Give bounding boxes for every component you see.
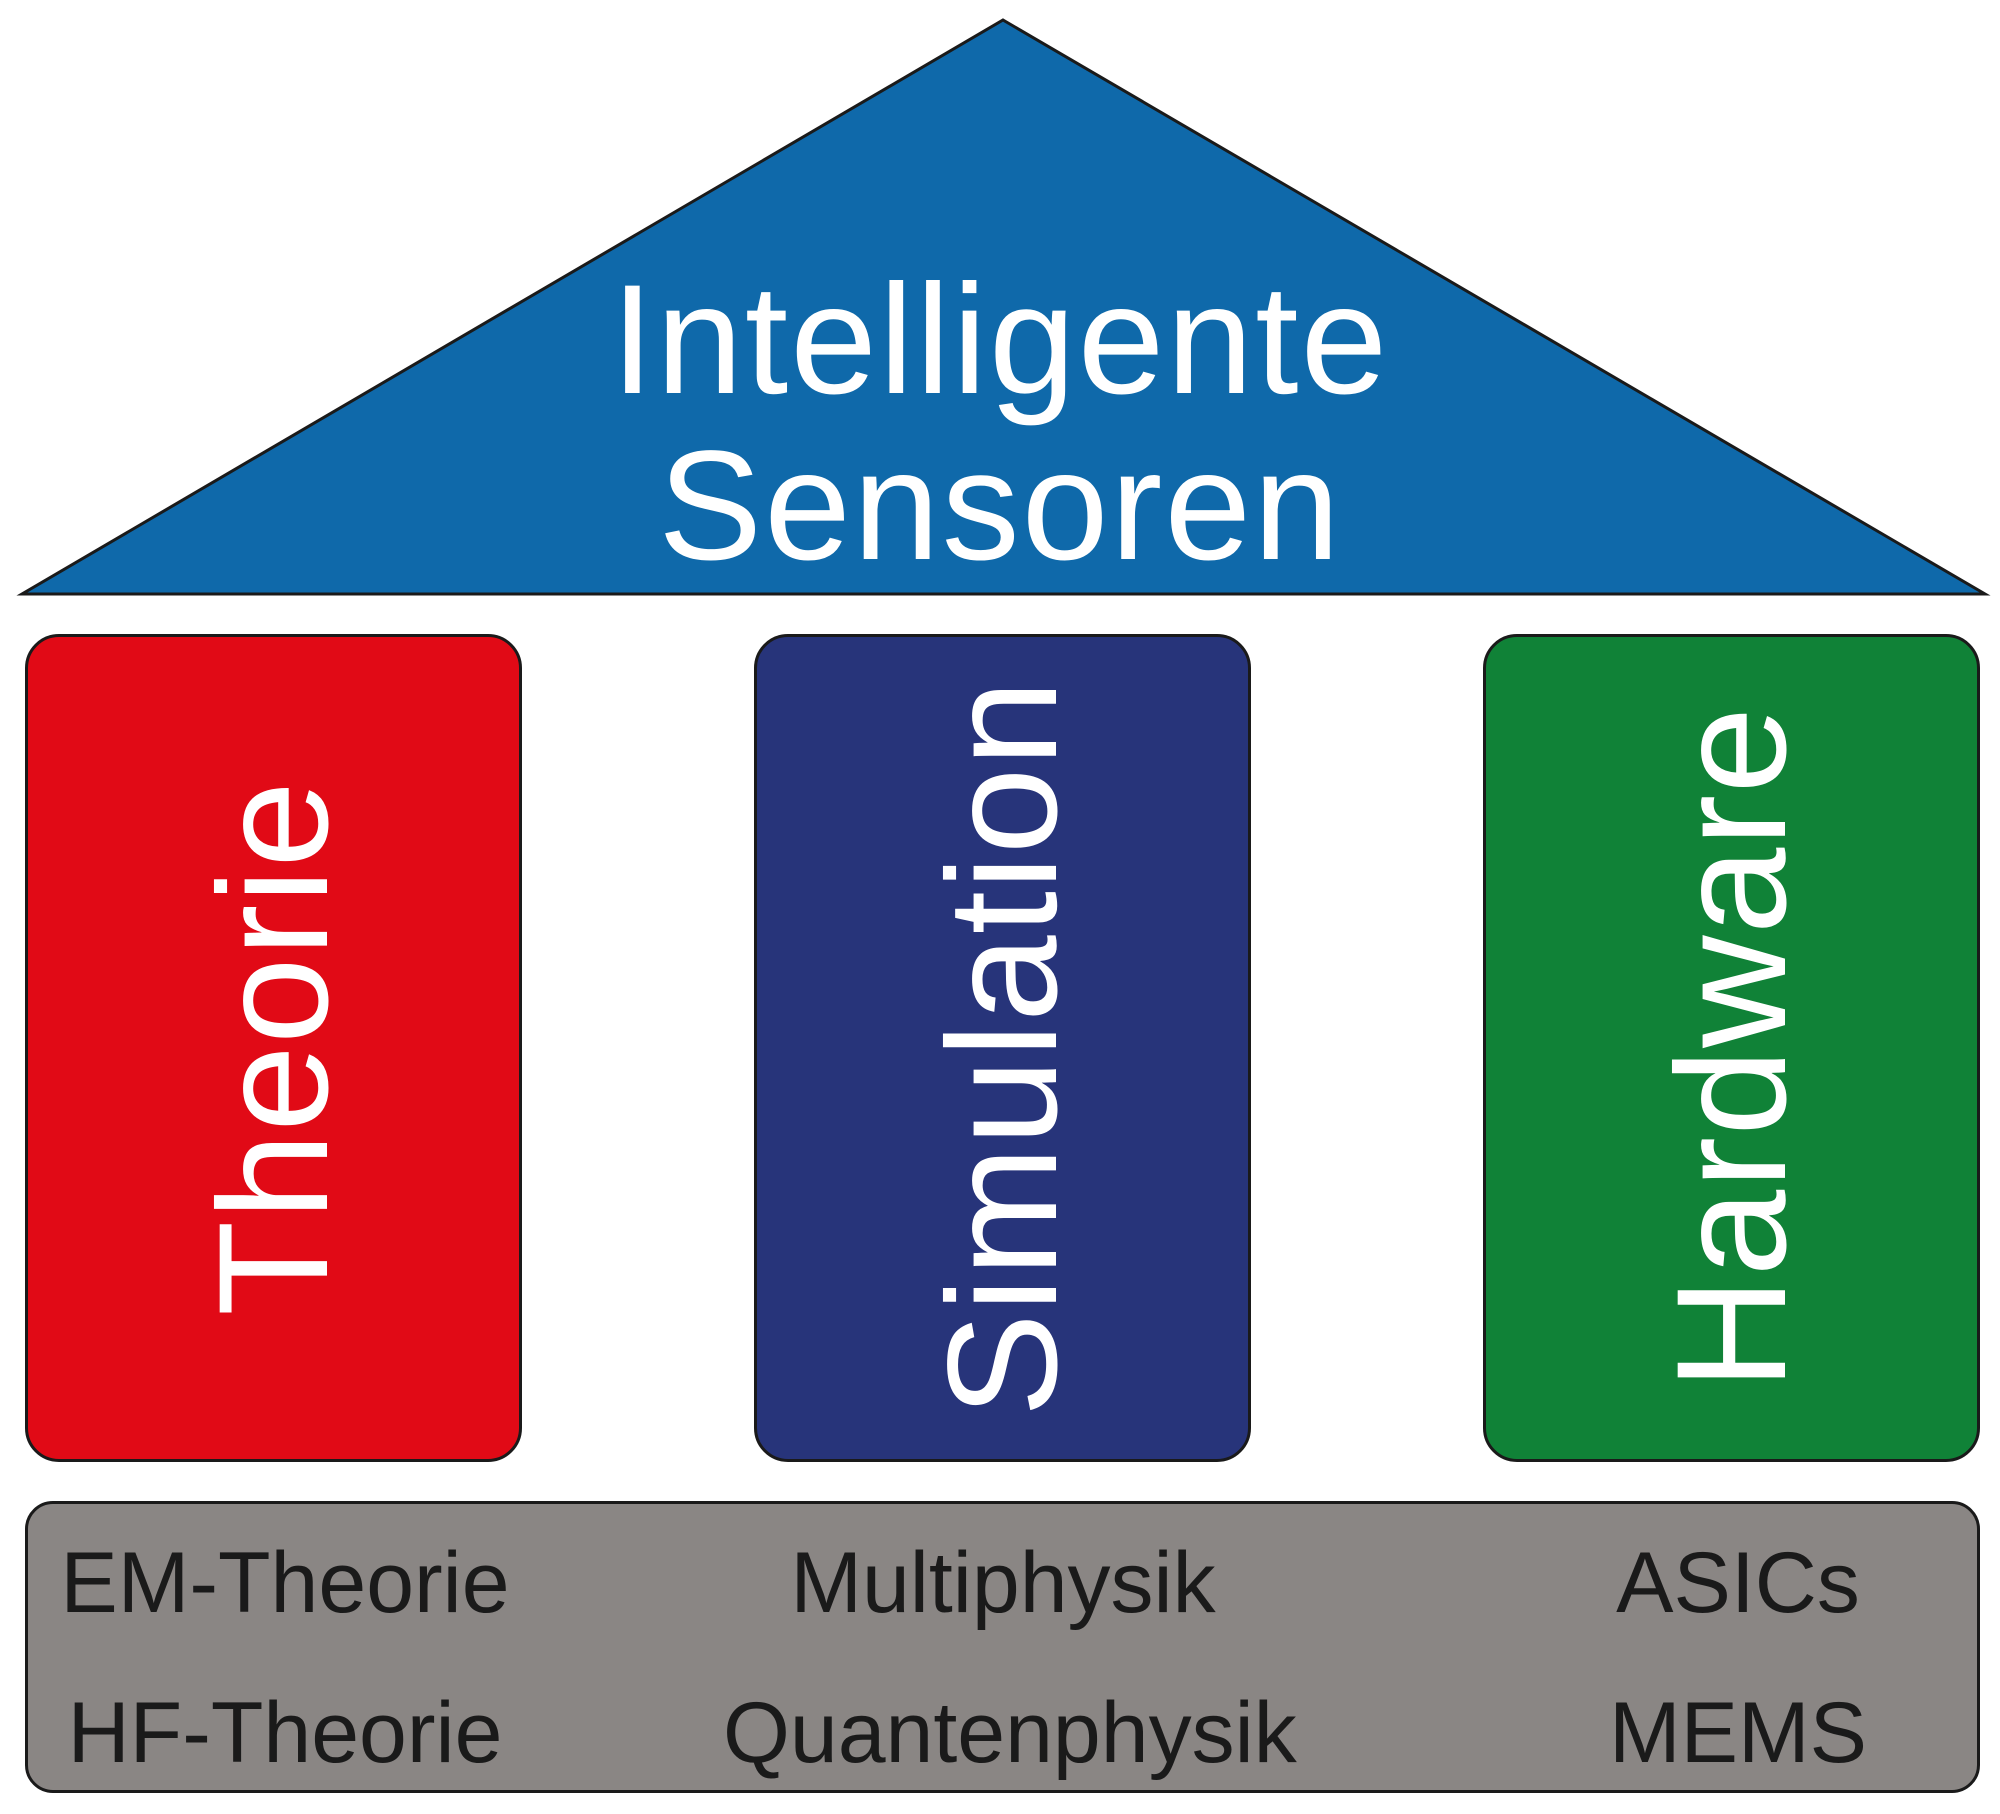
roof-title-line2: Sensoren <box>658 419 1342 593</box>
pillar-hardware-label: Hardware <box>1644 705 1819 1391</box>
roof-triangle <box>16 18 1991 596</box>
foundation-item-em-theorie: EM-Theorie <box>60 1535 510 1631</box>
foundation-item-quantenphysik: Quantenphysik <box>723 1685 1297 1781</box>
foundation <box>25 1501 1980 1793</box>
roof <box>16 18 1991 596</box>
foundation-item-hf-theorie: HF-Theorie <box>67 1685 503 1781</box>
roof-title-line1: Intelligente <box>610 253 1390 427</box>
foundation-item-mems: MEMS <box>1609 1685 1867 1781</box>
foundation-item-asics: ASICs <box>1616 1535 1860 1631</box>
foundation-item-multiphysik: Multiphysik <box>790 1535 1216 1631</box>
pillar-hardware: Hardware <box>1483 634 1980 1462</box>
pillar-theorie: Theorie <box>25 634 522 1462</box>
pillar-theorie-label: Theorie <box>186 780 361 1316</box>
pillar-simulation-label: Simulation <box>915 678 1090 1418</box>
pillar-simulation: Simulation <box>754 634 1251 1462</box>
